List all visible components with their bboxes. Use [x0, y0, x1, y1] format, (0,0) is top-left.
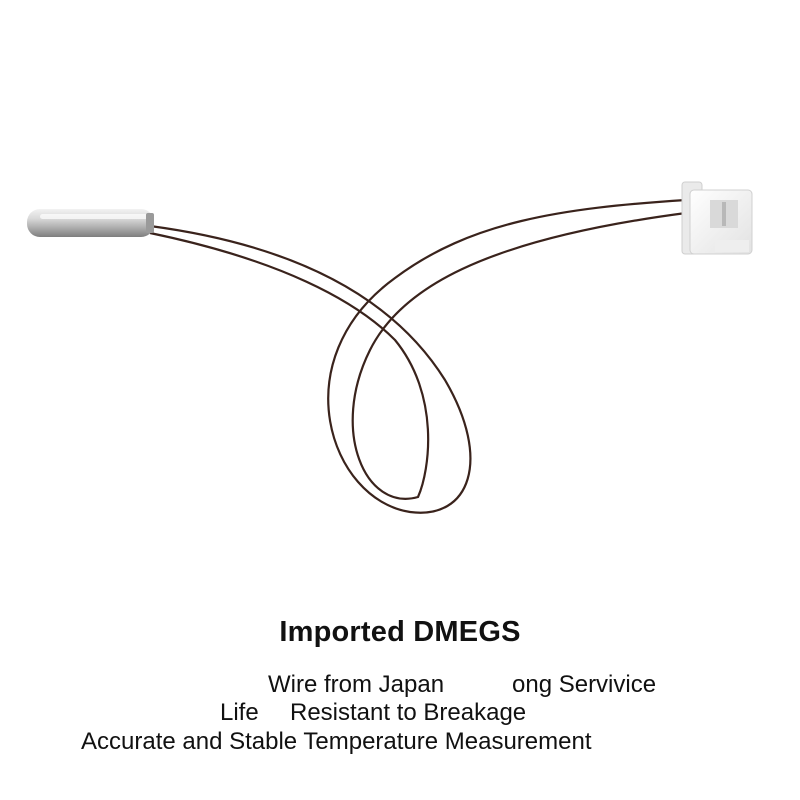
- caption-line1-part1: Wire from Japan: [268, 671, 445, 698]
- caption-line3: Accurate and Stable Temperature Measurem…: [81, 728, 592, 755]
- wire-right: [149, 211, 687, 500]
- caption-line1-part2: ong Servivice: [512, 671, 657, 698]
- wire-left: [149, 198, 687, 514]
- connector-housing: [681, 181, 753, 255]
- thermistor-product-photo: [27, 181, 753, 514]
- caption-line2-part2: Resistant to Breakage: [290, 699, 527, 726]
- probe-tube: [27, 209, 154, 237]
- caption-line2-part1: Life: [220, 699, 259, 726]
- caption-title: Imported DMEGS: [279, 616, 521, 648]
